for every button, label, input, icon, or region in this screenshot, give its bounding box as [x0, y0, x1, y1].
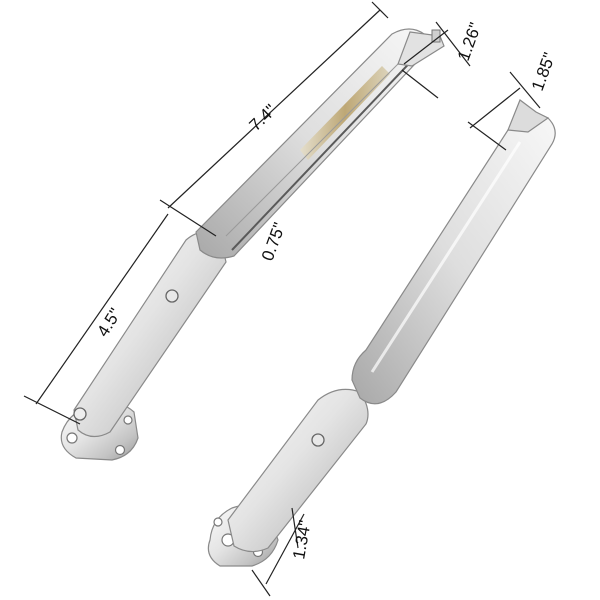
right-upper-arm	[351, 115, 556, 405]
dim-tick-tip-left-a	[435, 21, 471, 67]
right-hinge-arm	[207, 99, 556, 567]
label-arm-width: 0.75"	[258, 220, 289, 263]
dim-tick-total-end	[371, 1, 389, 19]
dim-tick-tip-left-b	[401, 69, 439, 99]
left-base-screw-2	[114, 444, 126, 456]
label-base-offset: 1.34"	[289, 519, 315, 561]
dim-line-base-offset	[265, 513, 305, 585]
left-hinge-arm	[60, 28, 445, 461]
dim-tick-tip-right-b	[467, 121, 507, 151]
left-pivot-rivet	[73, 407, 87, 421]
left-channel-edge	[231, 51, 421, 251]
left-brass-strip	[300, 66, 390, 160]
right-arm-highlight	[370, 141, 522, 373]
dim-line-tip-left	[403, 29, 449, 65]
left-base-screw-1	[66, 432, 78, 444]
right-lower-arm	[227, 388, 369, 553]
dim-line-total-length	[167, 9, 381, 209]
dim-tick-tip-right-a	[509, 71, 541, 109]
dim-tick-lower-start	[23, 395, 81, 425]
dim-tick-base-a	[291, 507, 299, 549]
right-base-screw-3	[213, 517, 223, 527]
left-mid-rivet	[165, 289, 179, 303]
dim-line-lower-section	[35, 213, 169, 405]
left-lower-arm	[73, 231, 227, 438]
right-arm-tip	[507, 99, 550, 133]
left-tip-pin	[431, 29, 441, 43]
left-base-screw-3	[123, 415, 133, 425]
label-total-length: 7.4"	[246, 101, 281, 135]
label-lower-section: 4.5"	[93, 305, 125, 340]
dim-tick-total-start	[159, 199, 217, 237]
label-tip-offset-left: 1.26"	[454, 20, 485, 63]
right-mid-rivet	[311, 433, 325, 447]
left-channel-edge-2	[225, 61, 401, 237]
dim-tick-base-b	[251, 569, 271, 597]
dim-line-tip-right	[469, 87, 521, 129]
dimension-lines	[23, 1, 541, 597]
label-tip-offset-right: 1.85"	[528, 50, 559, 93]
